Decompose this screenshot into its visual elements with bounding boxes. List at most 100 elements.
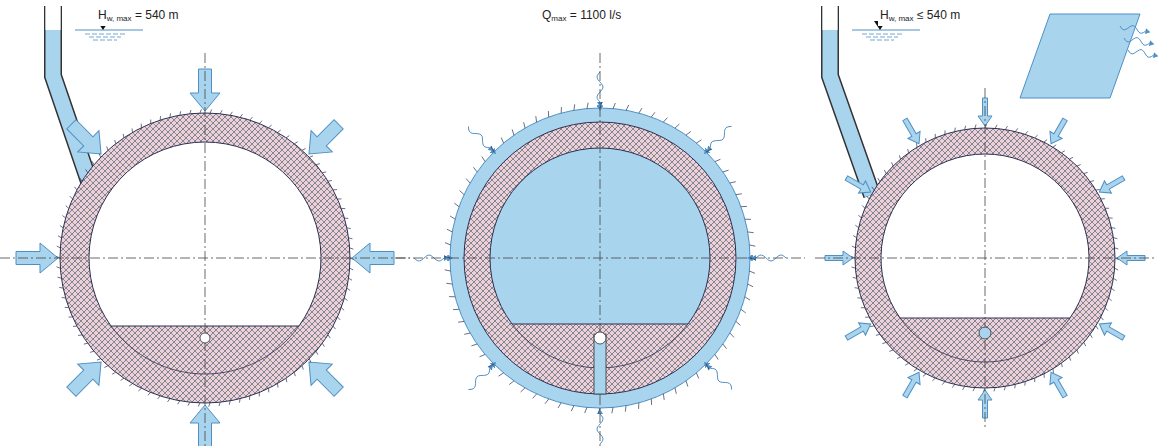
drain-pipe <box>594 332 606 344</box>
membrane-tick <box>190 110 191 114</box>
membrane-tick <box>1105 308 1108 311</box>
membrane-tick <box>115 140 116 144</box>
membrane-tick <box>1105 208 1109 209</box>
membrane-tick <box>90 351 94 352</box>
membrane-tick <box>1109 217 1113 218</box>
drainage-spike <box>749 245 755 246</box>
membrane-tick <box>259 121 262 124</box>
drainage-spike <box>626 105 629 110</box>
drainage-spike <box>663 394 665 400</box>
drainage-spike <box>573 104 575 110</box>
membrane-tick <box>994 388 995 392</box>
membrane-tick <box>1044 374 1045 378</box>
membrane-tick <box>148 392 151 395</box>
membrane-tick <box>168 399 170 402</box>
membrane-tick <box>861 307 865 308</box>
membrane-tick <box>1090 180 1094 182</box>
drainage-spike <box>471 344 477 346</box>
membrane-tick <box>1101 317 1104 320</box>
membrane-tick <box>112 372 115 374</box>
membrane-tick <box>302 149 306 151</box>
seepage-arrow-head <box>707 146 713 152</box>
water-level <box>852 30 920 31</box>
drainage-spike <box>545 399 549 404</box>
membrane-tick <box>884 170 886 174</box>
membrane-tick <box>897 357 901 359</box>
drainage-spike <box>548 111 549 117</box>
membrane-tick <box>963 386 965 389</box>
drainage-spike <box>585 407 587 413</box>
membrane-tick <box>57 267 61 268</box>
drain-pipe <box>979 327 991 339</box>
membrane-tick <box>86 169 88 172</box>
water-level-line <box>866 37 898 38</box>
drainage-spike <box>686 381 688 387</box>
membrane-tick <box>150 120 151 124</box>
membrane-tick <box>1084 172 1088 173</box>
membrane-tick <box>1069 357 1070 361</box>
membrane-tick <box>347 227 351 229</box>
drainage-spike <box>491 147 494 152</box>
membrane-tick <box>309 359 311 363</box>
membrane-tick <box>882 342 886 343</box>
membrane-tick <box>219 402 220 406</box>
membrane-tick <box>104 366 108 368</box>
water-level-line <box>862 34 902 35</box>
membrane-tick <box>294 372 295 376</box>
drainage-spike <box>512 129 514 135</box>
drainage-spike <box>445 270 451 271</box>
membrane-tick <box>169 113 171 117</box>
water-level-line <box>870 40 894 41</box>
membrane-tick <box>78 334 82 336</box>
membrane-tick <box>892 162 894 166</box>
drainage-spike <box>453 309 459 310</box>
membrane-tick <box>1096 326 1098 329</box>
label-part: ≤ 540 m <box>914 8 961 22</box>
membrane-tick <box>58 236 61 238</box>
membrane-tick <box>250 117 253 120</box>
membrane-tick <box>876 334 880 336</box>
membrane-tick <box>1044 140 1047 143</box>
membrane-tick <box>1005 126 1007 129</box>
membrane-tick <box>63 216 66 219</box>
membrane-tick <box>350 248 354 249</box>
membrane-tick <box>1061 151 1064 153</box>
membrane-tick <box>1069 157 1073 159</box>
membrane-tick <box>916 143 918 147</box>
membrane-tick <box>278 130 281 132</box>
membrane-tick <box>286 378 288 382</box>
membrane-tick <box>97 359 101 360</box>
membrane-tick <box>1004 386 1006 390</box>
membrane-tick <box>230 112 232 115</box>
membrane-tick <box>344 298 347 301</box>
seepage-arrow <box>710 126 731 147</box>
membrane-tick <box>268 388 269 392</box>
membrane-tick <box>1084 342 1086 346</box>
label-text: Qmax = 1100 l/s <box>540 8 623 26</box>
membrane-tick <box>59 287 63 289</box>
membrane-tick <box>129 384 132 386</box>
seepage-arrow <box>468 368 489 389</box>
membrane-tick <box>200 109 201 113</box>
label-part: = 540 m <box>132 8 179 22</box>
center-line <box>205 53 206 446</box>
drainage-spike <box>639 108 642 113</box>
membrane-tick <box>852 246 856 248</box>
drainage-spike <box>748 284 753 287</box>
membrane-tick <box>286 136 289 138</box>
drainage-spike <box>736 193 742 195</box>
drainage-spike <box>715 354 718 359</box>
drainage-spike <box>464 333 470 334</box>
membrane-tick <box>853 236 856 238</box>
water-level-line <box>85 34 125 35</box>
membrane-tick <box>889 350 893 352</box>
drainage-spike <box>730 182 736 183</box>
membrane-tick <box>240 114 242 117</box>
label-part: w, max <box>889 14 914 23</box>
seepage-arrow <box>1128 50 1154 58</box>
membrane-tick <box>1015 128 1017 131</box>
drainage-spike <box>460 191 464 195</box>
water-pressure-arrow <box>843 318 874 344</box>
seepage-arrow-head <box>707 365 713 371</box>
